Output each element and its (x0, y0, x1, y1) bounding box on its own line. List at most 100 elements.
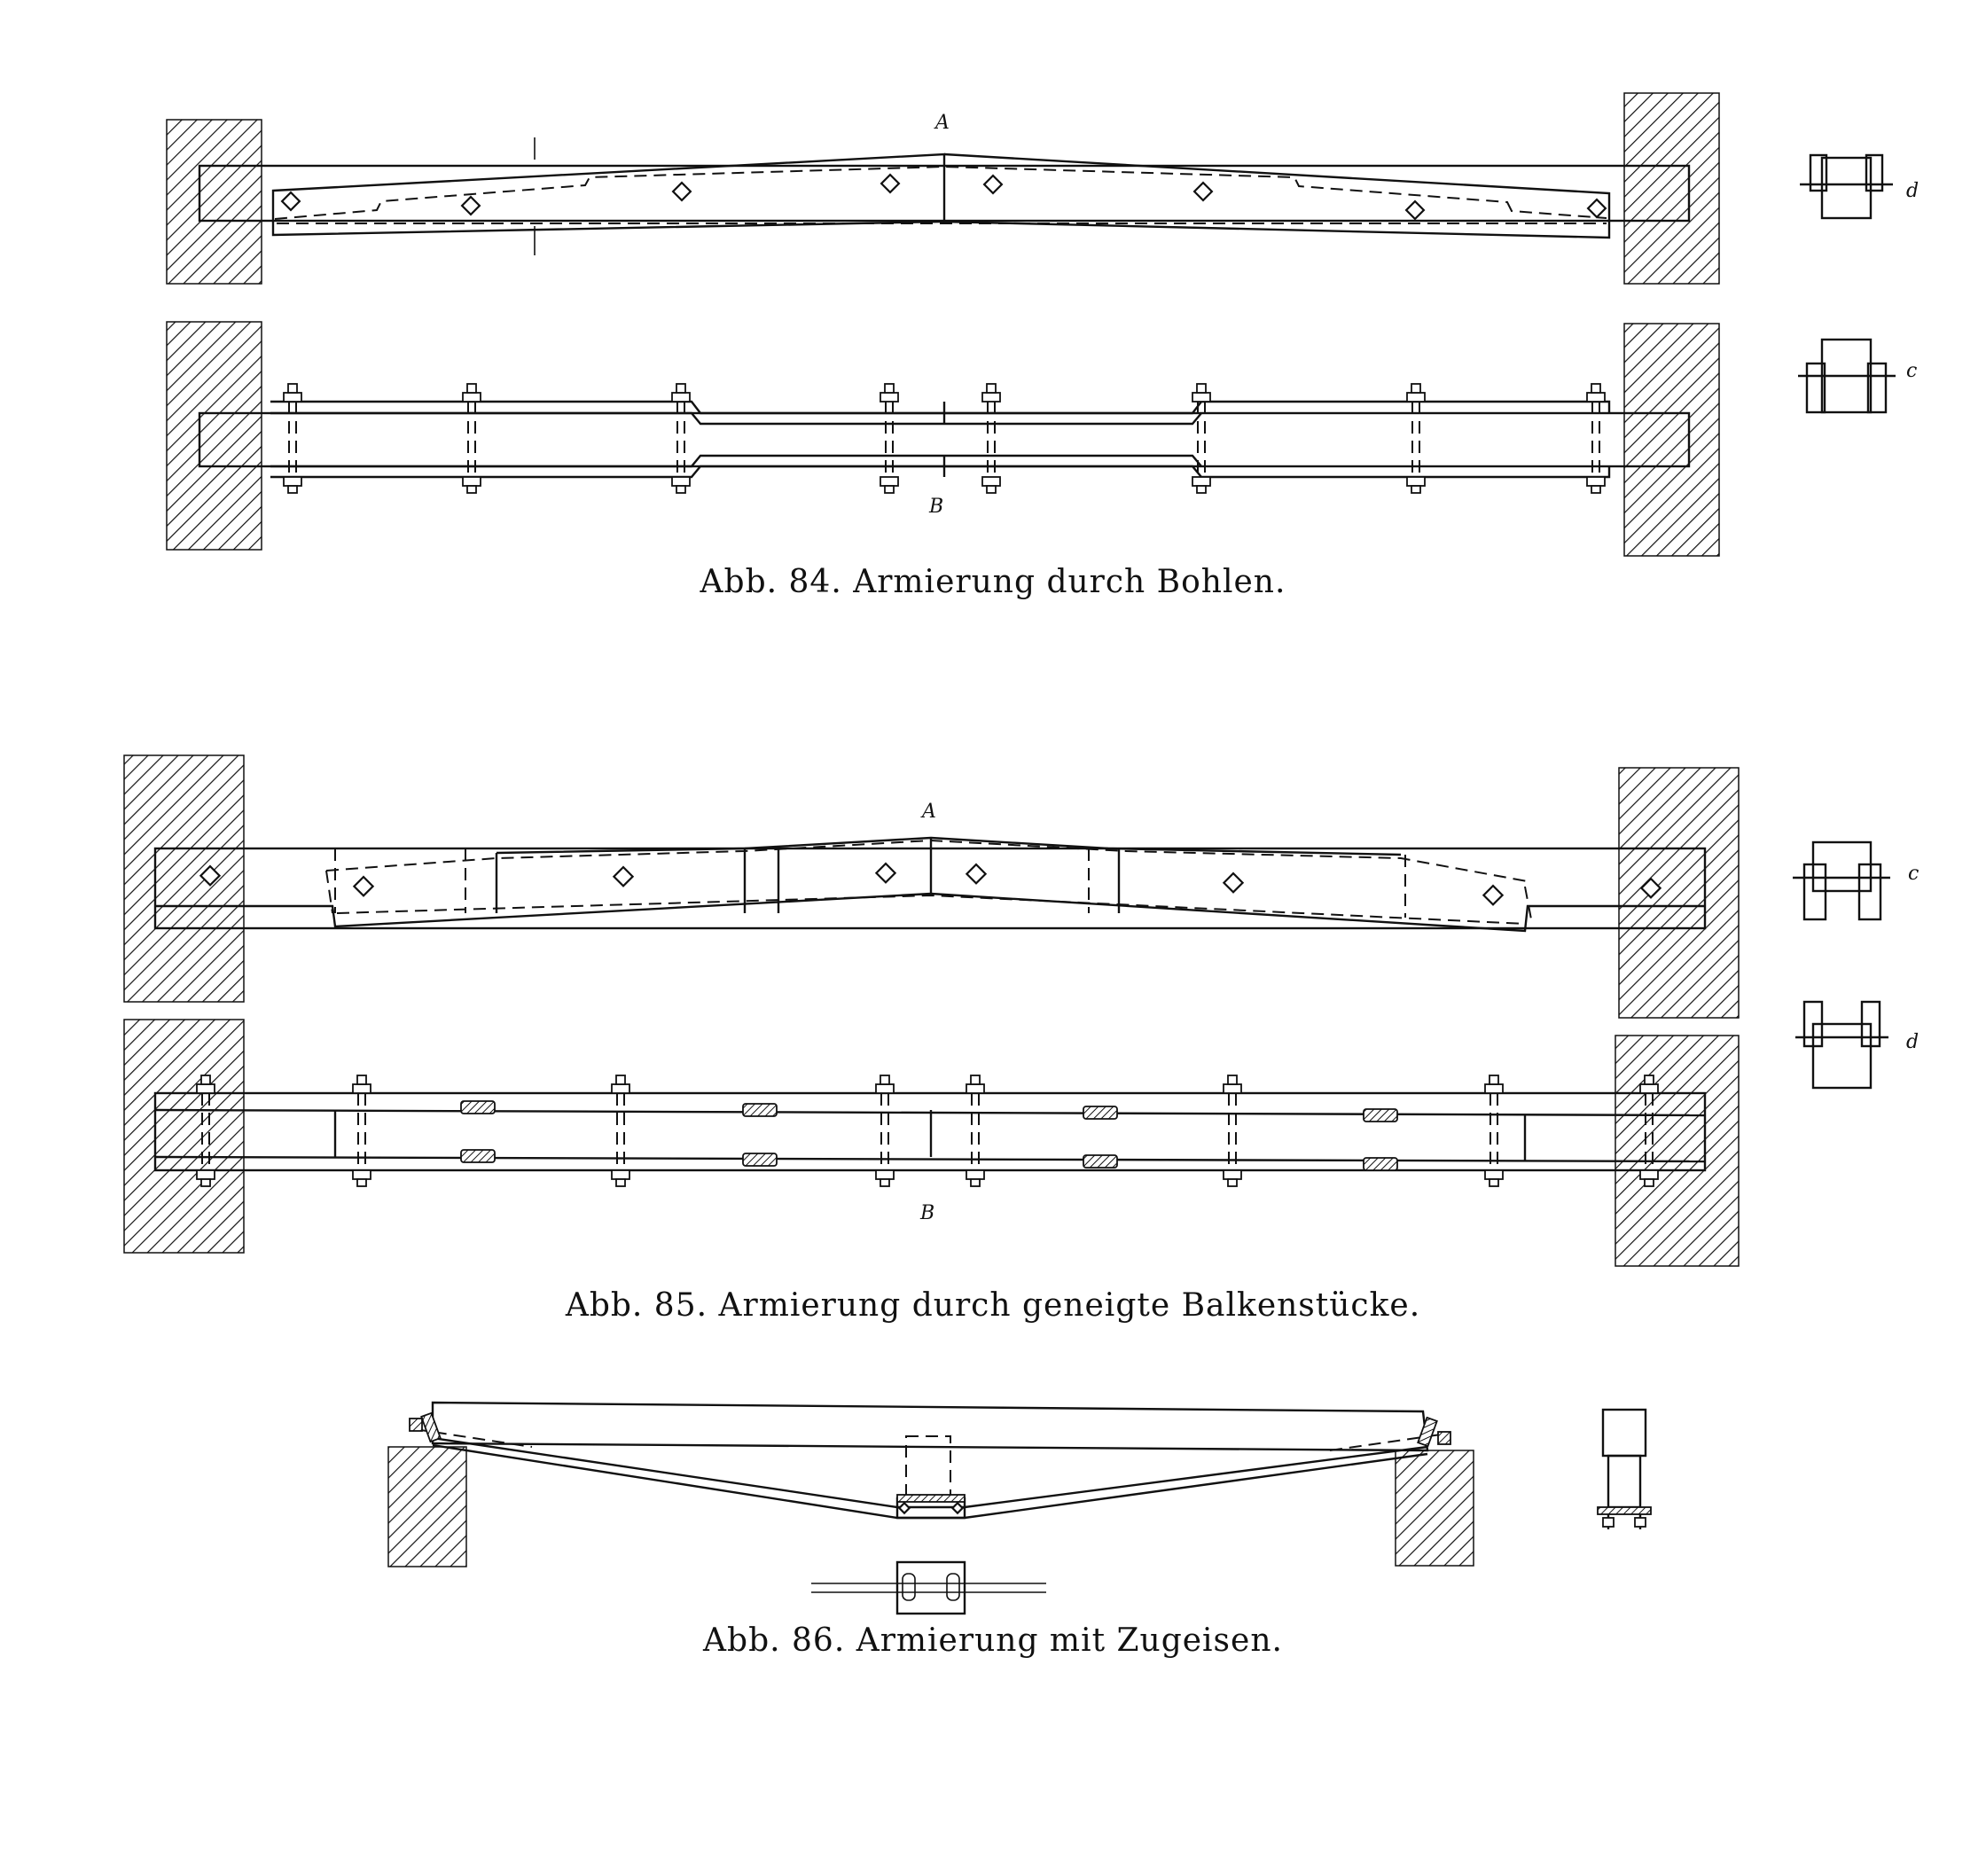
section-nut (1634, 1517, 1646, 1528)
bolt-part (1644, 1178, 1654, 1187)
bolt-part (880, 476, 899, 487)
figure-86 (387, 1401, 1652, 1615)
figure-84: A B d c (166, 92, 1919, 557)
dowel (1363, 1108, 1398, 1122)
bolt-part (356, 1178, 367, 1187)
bolt-head (982, 174, 1004, 195)
bolt-part (1639, 1169, 1659, 1180)
bolt-part (1192, 392, 1211, 403)
bolt-part (283, 476, 302, 487)
beam (153, 1091, 1707, 1172)
bolt-part (676, 383, 686, 394)
bolt-part (884, 383, 895, 394)
through-bolt (1192, 383, 1211, 494)
section-plank (1805, 362, 1826, 414)
bolt-head (874, 862, 897, 884)
bolt-part (1484, 1083, 1504, 1094)
bolt-head (199, 864, 222, 887)
bolt-part (1406, 392, 1426, 403)
caption-abb-84: Abb. 84. Armierung durch Bohlen. (700, 564, 1286, 600)
bolt-part (880, 1178, 890, 1187)
inclined-top (496, 836, 1402, 856)
bolt-part (615, 1075, 626, 1085)
bolt-head (965, 863, 988, 885)
section-beam (1811, 1022, 1873, 1090)
bolt-part (966, 1169, 985, 1180)
bolt-part (1586, 392, 1606, 403)
plank-bottom (270, 465, 1611, 479)
bolt-part (1406, 476, 1426, 487)
bolt-part (356, 1075, 367, 1085)
clamp-plate (895, 1560, 966, 1615)
fig84-view-a: A (166, 92, 1720, 285)
dowel (742, 1153, 778, 1167)
dowel (1083, 1154, 1118, 1169)
fig84-view-b: B (166, 321, 1720, 557)
through-bolt (196, 1075, 215, 1187)
bolt-part (1192, 476, 1211, 487)
section-plank (1866, 362, 1888, 414)
wall-right (1395, 1450, 1474, 1567)
section-plank (1802, 1000, 1824, 1048)
through-bolt (981, 383, 1001, 494)
clamp-slot (902, 1573, 916, 1601)
bolt-head (1192, 181, 1214, 202)
bolt-part (986, 383, 997, 394)
bolt-head (280, 191, 301, 212)
bolt-part (462, 476, 481, 487)
view-label-a: A (920, 801, 936, 823)
bolt-part (1489, 1178, 1499, 1187)
bolt-head (1222, 872, 1245, 894)
view-label-a: A (934, 112, 950, 134)
section-label-c: c (1908, 863, 1919, 885)
bolt-part (1411, 383, 1421, 394)
dowel (460, 1149, 496, 1163)
bolt-part (352, 1169, 371, 1180)
section-label-d: d (1906, 180, 1919, 202)
bolt-part (880, 392, 899, 403)
bolt-part (466, 485, 477, 494)
bolt-head (1404, 199, 1426, 221)
through-bolt (1223, 1075, 1242, 1187)
wall-right (1615, 1035, 1740, 1267)
wall-right (1618, 767, 1740, 1019)
bolt-head (1482, 884, 1505, 906)
through-bolt (1484, 1075, 1504, 1187)
bolt-part (1591, 485, 1601, 494)
caption-abb-85: Abb. 85. Armierung durch geneigte Balken… (565, 1287, 1421, 1324)
fig85-view-a: A (123, 754, 1740, 1019)
through-bolt (1639, 1075, 1659, 1187)
tension-rod (432, 1436, 1428, 1509)
through-bolt (966, 1075, 985, 1187)
bolt-part (970, 1178, 981, 1187)
bolt-part (1639, 1083, 1659, 1094)
dowel (460, 1100, 496, 1114)
section-label-c: c (1906, 360, 1917, 382)
bolt-part (884, 485, 895, 494)
bolt-part (1196, 383, 1207, 394)
bolt-part (1489, 1075, 1499, 1085)
through-bolt (671, 383, 691, 494)
bolt-part (1484, 1169, 1504, 1180)
bolt-part (611, 1169, 630, 1180)
bolt-part (981, 392, 1001, 403)
end-plate-left (420, 1411, 442, 1443)
wall-left (123, 1019, 245, 1254)
beam-edge (154, 1155, 1706, 1163)
clamp-slot (946, 1573, 960, 1601)
fig85-view-b: B (123, 1019, 1740, 1267)
bolt-head (950, 1501, 965, 1515)
bolt-part (196, 1083, 215, 1094)
section-plank (1809, 153, 1828, 192)
bolt-part (200, 1075, 211, 1085)
dowel (742, 1103, 778, 1117)
through-bolt (462, 383, 481, 494)
through-bolt (1586, 383, 1606, 494)
bolt-part (352, 1083, 371, 1094)
view-label-b: B (928, 496, 943, 518)
through-bolt (1406, 383, 1426, 494)
bolt-part (1591, 383, 1601, 394)
bolt-part (200, 1178, 211, 1187)
bolt-part (981, 476, 1001, 487)
